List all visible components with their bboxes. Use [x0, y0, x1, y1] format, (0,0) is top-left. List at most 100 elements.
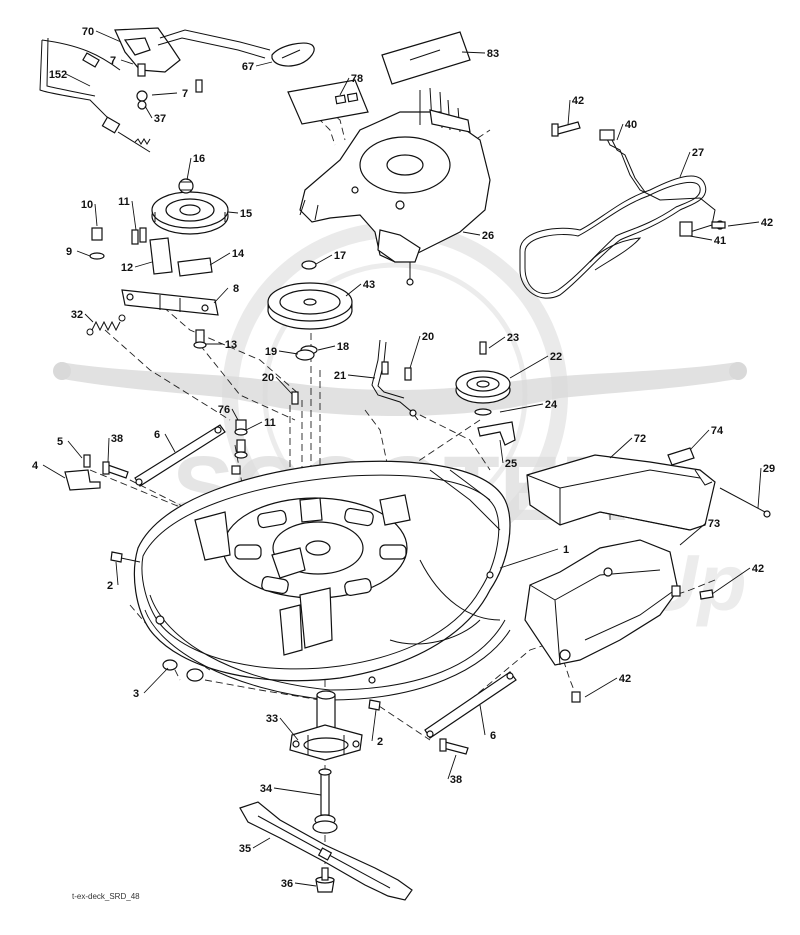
lift-cable-assembly	[39, 27, 271, 153]
leader-line-23	[488, 336, 506, 349]
leader-line-35	[252, 837, 271, 849]
part-callout-6: 6	[154, 429, 160, 441]
part-callout-78: 78	[351, 73, 363, 85]
leader-line-16	[186, 157, 192, 181]
leader-line-25	[499, 439, 504, 464]
part-callout-43: 43	[363, 279, 375, 291]
spindle-housing	[289, 690, 363, 761]
hardware-left	[64, 424, 381, 711]
ignition-key	[271, 42, 315, 67]
part-callout-13: 13	[225, 339, 237, 351]
part-callout-35: 35	[239, 843, 251, 855]
part-callout-41: 41	[714, 235, 726, 247]
part-callout-36: 36	[281, 878, 293, 890]
part-callout-2: 2	[377, 736, 383, 748]
part-callout-42: 42	[619, 673, 631, 685]
leader-line-3	[143, 667, 169, 694]
leader-line-27	[679, 151, 691, 178]
leader-line-11	[131, 200, 137, 231]
part-callout-25: 25	[505, 458, 517, 470]
mower-deck-housing	[133, 460, 511, 701]
part-callout-33: 33	[266, 713, 278, 725]
part-callout-21: 21	[334, 370, 346, 382]
part-callout-4: 4	[32, 460, 39, 472]
leader-line-32	[84, 313, 94, 323]
part-callout-7: 7	[110, 55, 116, 67]
leader-line-38	[447, 754, 457, 780]
part-callout-70: 70	[82, 26, 94, 38]
part-callout-10: 10	[81, 199, 93, 211]
leader-line-42	[727, 221, 760, 227]
leader-line-78	[339, 77, 350, 96]
leader-line-11	[245, 421, 263, 431]
part-callout-1: 1	[563, 544, 569, 556]
part-callout-42: 42	[572, 95, 584, 107]
leader-line-20	[409, 335, 421, 369]
tension-spring	[86, 314, 126, 336]
leader-line-1	[499, 548, 559, 569]
leader-line-42	[711, 567, 751, 595]
leader-line-37	[144, 105, 153, 119]
idler-bracket-21	[371, 339, 419, 421]
part-callout-6: 6	[490, 730, 496, 742]
leader-line-73	[679, 522, 707, 546]
part-callout-38: 38	[450, 774, 462, 786]
decal-78	[287, 79, 369, 125]
part-callout-14: 14	[232, 248, 245, 260]
bolt-42-upper	[551, 121, 726, 230]
leader-line-42	[584, 677, 618, 698]
part-callout-73: 73	[708, 518, 720, 530]
idler-arm-bracket	[89, 227, 219, 349]
part-callout-32: 32	[71, 309, 83, 321]
leader-line-26	[462, 231, 481, 236]
leader-line-29	[757, 467, 762, 509]
leader-line-70	[95, 30, 122, 43]
leader-line-76	[231, 408, 239, 421]
leader-line-152	[65, 73, 91, 87]
idler-pulley-22	[455, 341, 516, 446]
leader-line-6	[479, 704, 486, 736]
leader-line-8	[213, 287, 229, 304]
blade-bolt	[315, 867, 335, 893]
part-callout-20: 20	[422, 331, 434, 343]
part-callout-24: 24	[545, 399, 558, 411]
part-callout-18: 18	[337, 341, 349, 353]
part-callout-72: 72	[634, 433, 646, 445]
leader-line-41	[689, 235, 713, 241]
leader-line-72	[609, 437, 633, 459]
leader-line-10	[94, 203, 98, 227]
part-callout-20: 20	[262, 372, 274, 384]
part-callout-5: 5	[57, 436, 63, 448]
leader-line-14	[209, 252, 231, 266]
part-callout-152: 152	[49, 69, 67, 81]
leader-line-2	[371, 709, 377, 742]
discharge-chute-72	[526, 447, 771, 531]
leader-line-15	[227, 211, 239, 214]
part-callout-26: 26	[482, 230, 494, 242]
part-callout-15: 15	[240, 208, 252, 220]
part-callout-8: 8	[233, 283, 239, 295]
leader-line-7	[151, 92, 178, 96]
part-callout-42: 42	[761, 217, 773, 229]
leader-line-38	[107, 437, 110, 463]
part-callout-74: 74	[711, 425, 724, 437]
part-callout-37: 37	[154, 113, 166, 125]
leader-line-34	[273, 787, 322, 796]
part-callout-11: 11	[264, 417, 276, 429]
drive-belt	[519, 175, 707, 299]
leader-line-6	[164, 433, 176, 453]
leader-line-22	[509, 355, 549, 379]
part-callout-42: 42	[752, 563, 764, 575]
leader-line-40	[616, 123, 624, 141]
part-callout-40: 40	[625, 119, 637, 131]
part-callout-83: 83	[487, 48, 499, 60]
leader-line-12	[134, 261, 153, 268]
footer-label: t-ex-deck_SRD_48	[72, 892, 140, 901]
leader-line-36	[294, 882, 317, 887]
hardware-right-lower	[424, 671, 517, 755]
decal-83	[381, 31, 471, 85]
leader-line-4	[42, 464, 66, 479]
leader-line-2	[115, 561, 119, 586]
part-callout-38: 38	[111, 433, 123, 445]
